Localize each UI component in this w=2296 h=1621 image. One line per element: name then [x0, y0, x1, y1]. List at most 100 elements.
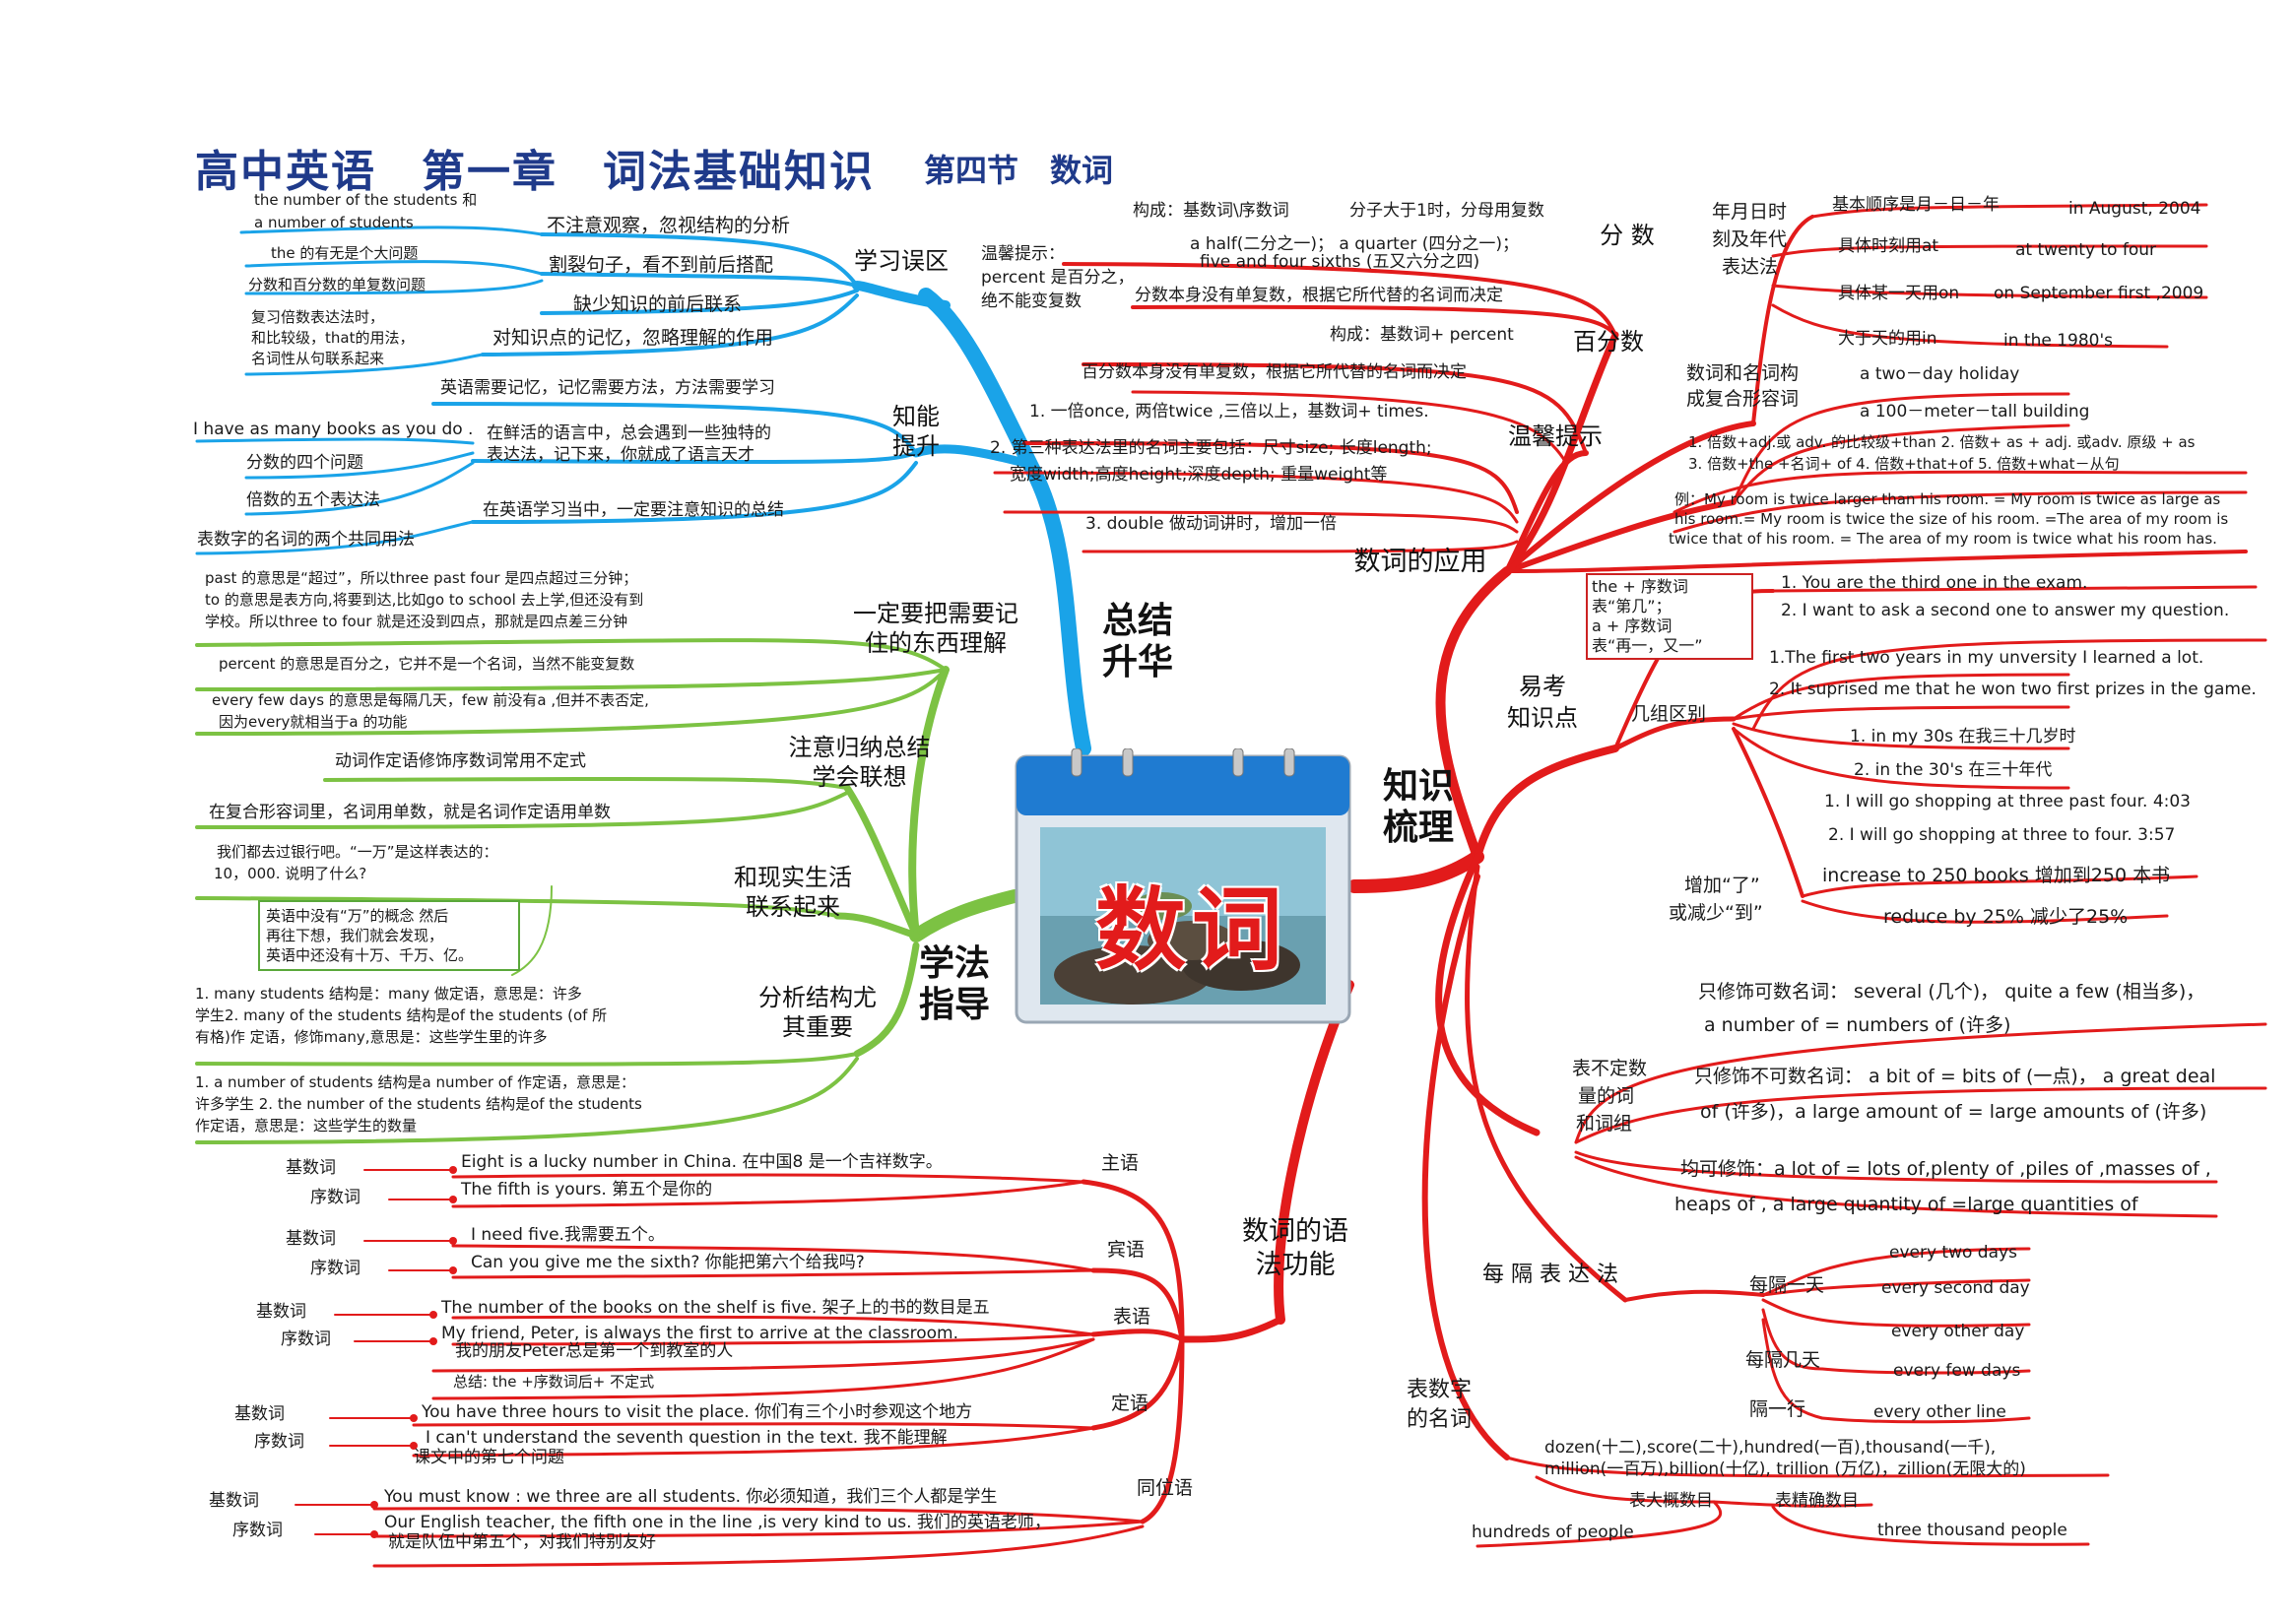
red-trunk [1347, 850, 1484, 893]
center-topic: 数词 [1094, 876, 1288, 983]
multiple-item: 3. 倍数+the +名词+ of 4. 倍数+that+of 5. 倍数+wh… [1688, 455, 2120, 473]
every-day-item: every second day [1881, 1278, 2030, 1298]
dates-rule: 具体某一天用on [1838, 284, 1960, 303]
indefinite-label: 量的词 [1578, 1085, 1635, 1107]
grammar-example: 我的朋友Peter总是第一个到教室的人 [455, 1341, 734, 1361]
change-item: increase to 250 books 增加到250 本书 [1822, 865, 2171, 886]
structure-item: 1. a number of students 结构是a number of 作… [195, 1073, 635, 1091]
method-remember-label: 一定要把需要记住的东西理解 [853, 600, 1018, 657]
ability-item: 表达法，记下来，你就成了语言天才 [487, 445, 754, 465]
compound-item: a 100－meter－tall building [1860, 402, 2090, 421]
every-label: 每 隔 表 达 法 [1482, 1263, 1618, 1287]
grammar-example: 就是队伍中第五个，对我们特别友好 [388, 1532, 656, 1552]
grammar-example: Eight is a lucky number in China. 在中国8 是… [461, 1152, 943, 1172]
remember-item: percent 的意思是百分之，它并不是一个名词，当然不能变复数 [219, 655, 635, 673]
structure-item: 有格)作 定语，修饰many,意思是：这些学生里的许多 [195, 1028, 548, 1046]
summary-mistakes-label: 学习误区 [854, 247, 949, 275]
dates-rule: 大于天的用in [1838, 329, 1937, 349]
ability-detail: 分数的四个问题 [246, 453, 363, 473]
fraction-item: 分子大于1时，分母用复数 [1349, 201, 1544, 221]
nouns-item: million(一百万),billion(十亿), trillion (万亿)，… [1544, 1459, 2026, 1479]
branch-summary: 总结升华 [1101, 601, 1173, 682]
ordinal-example: 2. I want to ask a second one to answer … [1781, 601, 2230, 620]
mistakes-detail: 分数和百分数的单复数问题 [248, 276, 426, 293]
multiple-example: 例：My room is twice larger than his room.… [1674, 490, 2221, 508]
fraction-item: a half(二分之一)； a quarter (四分之一)； [1190, 234, 1519, 254]
grammar-subject-label: 主语 [1101, 1152, 1140, 1174]
indefinite-label: 表不定数 [1572, 1058, 1648, 1079]
nouns-label: 表数字 [1407, 1378, 1473, 1402]
grammar-example: My friend, Peter, is always the first to… [441, 1324, 958, 1343]
every-day-item: every two days [1889, 1243, 2017, 1263]
structure-item: 学生2. many of the students 结构是of the stud… [195, 1006, 608, 1024]
life-item: 我们都去过银行吧。“一万”是这样表达的： [217, 843, 498, 861]
dates-label: 刻及年代 [1712, 228, 1788, 250]
grammar-example: 课文中的第七个问题 [414, 1448, 564, 1467]
indefinite-item: a number of = numbers of (许多) [1704, 1014, 2011, 1036]
branch-application: 数词的应用 [1353, 547, 1487, 577]
groups-item: 2. I will go shopping at three to four. … [1828, 825, 2176, 845]
ordinal-note-line: 表“第几”； [1592, 597, 1672, 616]
every-day-item: every other day [1891, 1322, 2025, 1341]
ability-item: 在鲜活的语言中，总会遇到一些独特的 [487, 423, 771, 443]
groups-item: 1. I will go shopping at three past four… [1824, 792, 2191, 811]
every-line-item: every other line [1873, 1402, 2006, 1422]
dates-example: in August, 2004 [2068, 199, 2201, 219]
life-note-box: 英语中没有“万”的概念 然后 再往下想，我们就会发现， 英语中还没有十万、千万、… [258, 900, 520, 971]
page-title: 高中英语 第一章 词法基础知识 [195, 147, 875, 197]
remember-item: 因为every就相当于a 的功能 [219, 713, 408, 731]
multiple-example: twice that of his room. = The area of my… [1669, 530, 2217, 548]
indefinite-item: 只修饰不可数名词： a bit of = bits of (一点)， a gre… [1694, 1066, 2216, 1087]
blue-to-mistakes [852, 281, 951, 310]
dates-rule: 具体时刻用at [1838, 236, 1939, 256]
tips-item: 1. 一倍once, 两倍twice ,三倍以上，基数词+ times. [1029, 402, 1429, 421]
ordinal-example: 1. You are the third one in the exam. [1781, 573, 2088, 593]
ordinal-example: 2. It suprised me that he won two first … [1769, 680, 2257, 699]
groups-item: 1. in my 30s 在我三十几岁时 [1850, 727, 2076, 746]
mistakes-item: 割裂句子，看不到前后搭配 [549, 254, 774, 276]
ordinal-note-line: a + 序数词 [1592, 616, 1673, 635]
percent-label: 百分数 [1573, 328, 1644, 356]
percent-item: 百分数本身没有单复数，根据它所代替的名词而决定 [1082, 362, 1467, 382]
change-item: reduce by 25% 减少了25% [1883, 906, 2129, 928]
summarize-item: 在复合形容词里，名词用单数，就是名词作定语用单数 [209, 803, 611, 822]
grammar-key: 序数词 [310, 1259, 361, 1278]
ability-item: 英语需要记忆，记忆需要方法，方法需要学习 [440, 378, 775, 398]
fraction-item: five and four sixths (五又六分之四) [1200, 252, 1480, 272]
branch-grammar: 数词的语法功能 [1242, 1216, 1348, 1280]
page-subtitle: 第四节 数词 [924, 152, 1114, 189]
grammar-example: I can't understand the seventh question … [426, 1428, 948, 1448]
tips-item: 2. 第三种表达法里的名词主要包括：尺寸size; 长度length; [990, 438, 1432, 458]
groups-label: 几组区别 [1631, 703, 1707, 725]
every-day-label: 每隔一天 [1749, 1274, 1825, 1296]
green-trunk [909, 889, 1021, 942]
ordinal-note-line: the + 序数词 [1592, 577, 1688, 596]
nouns-label: 的名词 [1407, 1407, 1473, 1432]
dates-label: 年月日时 [1712, 201, 1788, 223]
nouns-approx-item: hundreds of people [1472, 1523, 1634, 1542]
indefinite-item: 只修饰可数名词： several (几个)， quite a few (相当多)… [1698, 981, 2205, 1003]
fraction-item: 分数本身没有单复数，根据它所代替的名词而决定 [1135, 286, 1503, 305]
remember-item: past 的意思是“超过”，所以three past four 是四点超过三分钟… [205, 569, 638, 587]
grammar-predicative-label: 表语 [1113, 1306, 1151, 1328]
ordinal-note-line: 表“再一，又一” [1592, 636, 1703, 655]
indefinite-item: 均可修饰：a lot of = lots of,plenty of ,piles… [1680, 1158, 2211, 1180]
remember-item: to 的意思是表方向,将要到达,比如go to school 去上学,但还没有到 [205, 591, 644, 609]
easy-label-1: 易考 [1519, 673, 1566, 700]
summarize-item: 动词作定语修饰序数词常用不定式 [335, 751, 586, 771]
indefinite-item: heaps of , a large quantity of =large qu… [1674, 1194, 2138, 1215]
center-calendar-image [1015, 747, 1351, 1024]
compound-item: a two－day holiday [1860, 364, 2020, 384]
method-life-label: 和现实生活联系起来 [734, 864, 852, 921]
mistakes-detail: the number of the students 和 [254, 191, 478, 209]
mistakes-detail: 复习倍数表达法时， [251, 308, 385, 326]
every-few-label: 每隔几天 [1745, 1349, 1821, 1371]
branch-method: 学法指导 [918, 943, 990, 1025]
summary-ability-label: 知能提升 [892, 403, 940, 460]
grammar-key: 序数词 [310, 1188, 361, 1207]
tips-label: 温馨提示 [1508, 422, 1603, 450]
compound-label: 成复合形容词 [1686, 388, 1800, 410]
mistakes-detail: 和比较级，that的用法， [251, 329, 415, 347]
grammar-example: The number of the books on the shelf is … [441, 1298, 990, 1318]
grammar-key: 序数词 [254, 1432, 304, 1452]
